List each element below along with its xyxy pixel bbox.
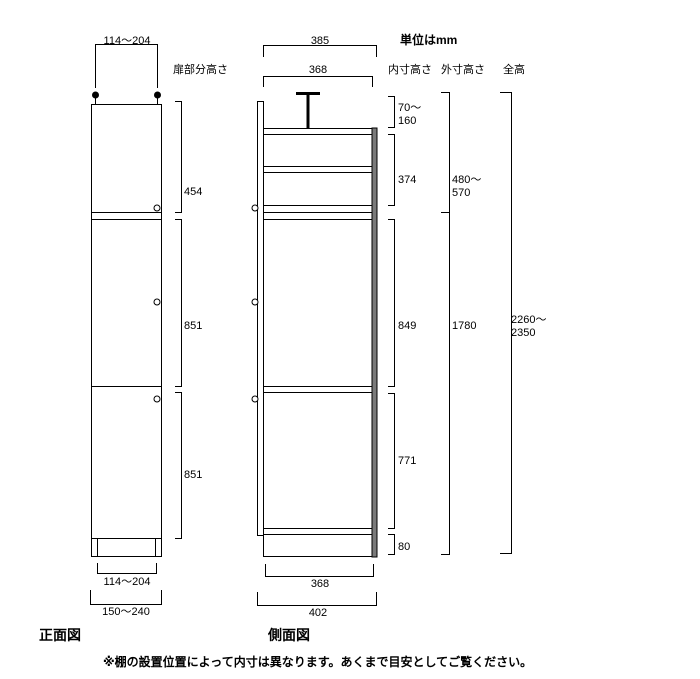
- side-view-caption: 側面図: [268, 627, 310, 643]
- front-knob-1: [153, 204, 161, 212]
- side-inner-height-4: 771: [398, 455, 417, 467]
- front-top-width: 114～204: [103, 35, 151, 47]
- side-bottom-outer-bracket: [257, 592, 377, 606]
- front-cabinet-body: [91, 104, 162, 557]
- front-top-width-bracket: [95, 44, 158, 88]
- side-knob-1: [251, 204, 259, 212]
- side-door-strip: [257, 101, 264, 536]
- front-bottom-outer-width: 150～240: [102, 606, 150, 618]
- side-top-inner-bracket: [263, 76, 373, 87]
- side-bottom-inner-bracket: [265, 564, 374, 577]
- side-inner-bracket-5: [388, 534, 395, 555]
- front-adjuster-left: [92, 91, 99, 99]
- side-view: [251, 45, 512, 606]
- front-door-bracket-1: [175, 101, 182, 213]
- front-bottom-inner-bracket: [97, 563, 157, 574]
- side-outer-height-1: 480～ 570: [452, 174, 482, 199]
- side-outer-bracket-1: [441, 92, 450, 213]
- footnote: ※棚の設置位置によって内寸は異なります。あくまで目安としてご覧ください。: [103, 655, 533, 669]
- side-outer-height-header: 外寸高さ: [441, 64, 485, 76]
- side-bottom-outer-depth: 402: [308, 607, 328, 619]
- side-knob-3: [251, 395, 259, 403]
- front-view: [90, 44, 182, 605]
- side-outer-height-2: 1780: [452, 320, 477, 332]
- front-view-caption: 正面図: [39, 627, 81, 643]
- side-back-panel: [371, 127, 378, 558]
- side-inner-bracket-4: [388, 393, 395, 529]
- side-knob-2: [251, 298, 259, 306]
- side-inner-height-1: 70～ 160: [398, 102, 422, 127]
- side-total-height-header: 全高: [503, 64, 525, 76]
- side-outer-bracket-2: [441, 212, 450, 555]
- side-inner-height-2: 374: [398, 174, 417, 186]
- side-inner-bracket-3: [388, 219, 395, 387]
- front-door-bracket-3: [175, 392, 182, 539]
- front-bottom-outer-bracket: [90, 590, 162, 605]
- side-top-outer-bracket: [263, 45, 377, 57]
- side-top-outer-depth: 385: [310, 35, 330, 47]
- side-bottom-inner-depth: 368: [310, 578, 330, 590]
- side-inner-bracket-2: [388, 134, 395, 206]
- side-inner-height-3: 849: [398, 320, 417, 332]
- front-door-height-3: 851: [184, 469, 203, 481]
- side-total-bracket: [500, 92, 512, 554]
- front-door-height-1: 454: [184, 186, 203, 198]
- side-inner-height-5: 80: [398, 541, 411, 553]
- front-door-heights-header: 扉部分高さ: [173, 64, 228, 76]
- unit-note: 単位はmm: [400, 33, 458, 47]
- side-top-inner-depth: 368: [308, 64, 328, 76]
- front-knob-2: [153, 298, 161, 306]
- front-knob-3: [153, 395, 161, 403]
- front-adjuster-right: [154, 91, 161, 99]
- front-door-bracket-2: [175, 219, 182, 387]
- front-door-height-2: 851: [184, 320, 203, 332]
- side-carcass: [263, 212, 377, 557]
- side-total-height: 2260～ 2350: [511, 314, 547, 339]
- front-bottom-inner-width: 114～204: [103, 576, 151, 588]
- side-inner-bracket-1: [388, 96, 395, 128]
- side-inner-height-header: 内寸高さ: [388, 64, 432, 76]
